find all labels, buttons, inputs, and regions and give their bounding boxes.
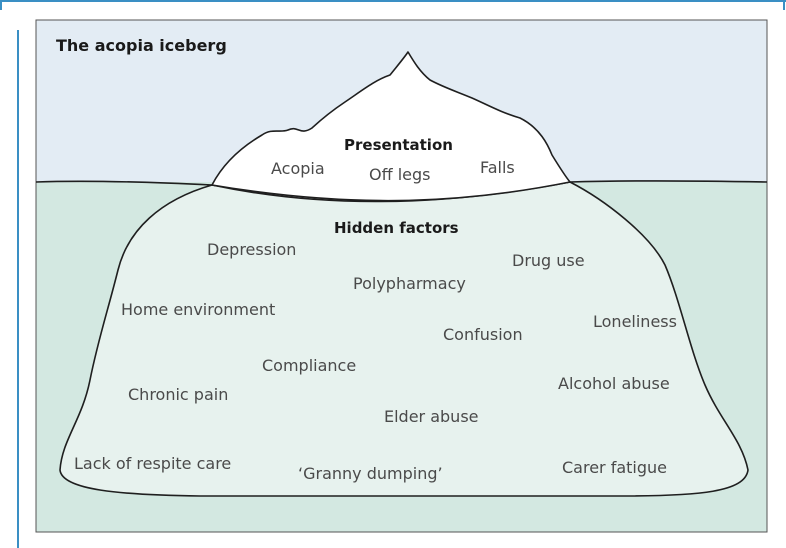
hidden-item-drug-use: Drug use (512, 251, 585, 270)
presentation-item-falls: Falls (480, 158, 515, 177)
hidden-item-polypharmacy: Polypharmacy (353, 274, 466, 293)
figure-title: The acopia iceberg (56, 36, 227, 55)
hidden-item-chronic-pain: Chronic pain (128, 385, 228, 404)
hidden-item-granny-dumping: ‘Granny dumping’ (298, 464, 443, 483)
hidden-item-loneliness: Loneliness (593, 312, 677, 331)
hidden-item-depression: Depression (207, 240, 296, 259)
hidden-item-alcohol-abuse: Alcohol abuse (558, 374, 670, 393)
hidden-item-confusion: Confusion (443, 325, 523, 344)
hidden-item-home-environment: Home environment (121, 300, 275, 319)
presentation-item-acopia: Acopia (271, 159, 325, 178)
panel-frame (35, 19, 768, 533)
hidden-item-elder-abuse: Elder abuse (384, 407, 479, 426)
hidden-item-carer-fatigue: Carer fatigue (562, 458, 667, 477)
hidden-heading: Hidden factors (334, 219, 459, 237)
hidden-item-lack-of-respite-care: Lack of respite care (74, 454, 231, 473)
presentation-item-off-legs: Off legs (369, 165, 430, 184)
iceberg-tip (211, 51, 571, 202)
presentation-heading: Presentation (344, 136, 453, 154)
hidden-item-compliance: Compliance (262, 356, 356, 375)
